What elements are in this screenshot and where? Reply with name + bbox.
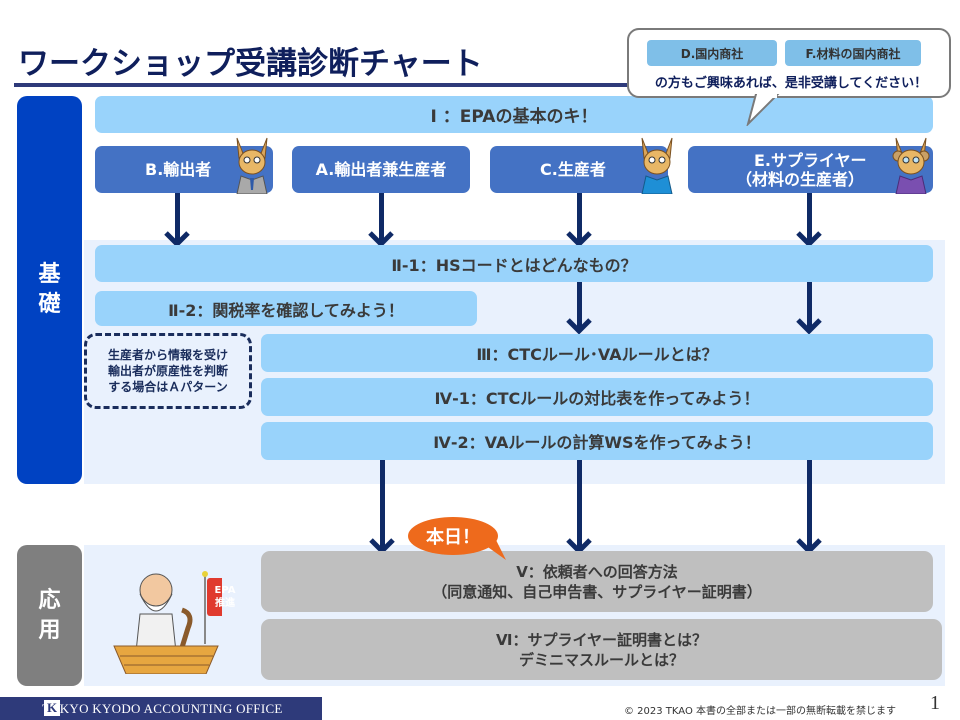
role-box-supplier[interactable]: E.サプライヤー （材料の生産者）: [688, 146, 933, 193]
kangaroo-blue-shirt-icon: [641, 137, 673, 194]
arrow-down-icon: [795, 282, 823, 334]
module-3-box[interactable]: Ⅲ：CTCルール･VAルールとは？: [261, 334, 933, 372]
arrow-down-icon: [565, 460, 593, 554]
module-5-box[interactable]: Ⅴ：依頼者への回答方法 （同意通知、自己申告書、サプライヤー証明書）: [261, 551, 933, 612]
kangaroo-suit-icon: [236, 137, 268, 194]
arrow-down-icon: [163, 193, 191, 247]
role-label: C.生産者: [540, 160, 606, 179]
callout-chip-material-trader: F.材料の国内商社: [785, 40, 921, 66]
flag-text-line: 推進: [215, 598, 235, 609]
role-box-exporter-producer[interactable]: A.輸出者兼生産者: [292, 146, 470, 193]
section-label-basic-char: 礎: [38, 292, 61, 317]
module-6-label-line1: Ⅵ：サプライヤー証明書とは？: [495, 630, 708, 649]
module-4-2-label: Ⅳ-2：VAルールの計算WSを作ってみよう！: [433, 433, 761, 452]
callout-text: の方もご興味あれば、是非受講してください！: [654, 76, 928, 91]
today-badge: 本日！: [408, 517, 498, 555]
role-label: B.輸出者: [145, 160, 212, 179]
section-label-apply-char: 用: [38, 617, 61, 643]
note-line: する場合はＡパターン: [108, 380, 228, 394]
arrow-down-icon: [565, 193, 593, 247]
module-2-1-box[interactable]: Ⅱ-1：HSコードとはどんなもの？: [95, 245, 933, 282]
module-6-label-line2: デミニマスルールとは？: [518, 650, 684, 669]
section-label-apply: 応用: [17, 545, 82, 686]
module-4-1-box[interactable]: Ⅳ-1：CTCルールの対比表を作ってみよう！: [261, 378, 933, 416]
section-label-basic-char: 基: [38, 262, 61, 287]
arrow-down-icon: [368, 460, 396, 554]
page-number: 1: [930, 692, 940, 714]
module-1-box[interactable]: Ⅰ ：EPAの基本のキ！: [95, 96, 933, 133]
role-label-line2: （材料の生産者）: [736, 169, 865, 189]
flag-text-line: EPA: [214, 585, 236, 596]
note-line: 生産者から情報を受け: [107, 348, 228, 362]
section-label-apply-char: 応: [38, 587, 61, 613]
role-label-line1: E.サプライヤー: [754, 150, 867, 170]
arrow-down-icon: [565, 282, 593, 334]
flag-text: EPA 推進: [208, 584, 242, 610]
kangaroo-purple-icon: [892, 137, 930, 194]
module-2-2-label: Ⅱ-2：関税率を確認してみよう！: [168, 300, 404, 320]
module-2-2-box[interactable]: Ⅱ-2：関税率を確認してみよう！: [95, 291, 477, 326]
speech-bubble-tail: [746, 94, 780, 126]
module-3-label: Ⅲ：CTCルール･VAルールとは？: [476, 345, 718, 364]
speech-bubble-callout: D.国内商社 F.材料の国内商社 の方もご興味あれば、是非受講してください！: [627, 28, 951, 98]
copyright-text: © 2023 TKAO 本書の全部または一部の無断転載を禁じます: [624, 706, 897, 717]
module-2-1-label: Ⅱ-1：HSコードとはどんなもの？: [391, 255, 637, 275]
epa-flag: [207, 578, 222, 616]
module-4-2-box[interactable]: Ⅳ-2：VAルールの計算WSを作ってみよう！: [261, 422, 933, 460]
footer-company-bar: TOKYO KYODO ACCOUNTING OFFICE: [0, 697, 322, 720]
role-box-producer[interactable]: C.生産者: [490, 146, 668, 193]
note-line: 輸出者が原産性を判断: [107, 364, 228, 378]
module-5-label-line1: Ⅴ：依頼者への回答方法: [516, 562, 678, 581]
arrow-down-icon: [795, 193, 823, 247]
arrow-down-icon: [795, 460, 823, 554]
company-logo-icon: K: [44, 700, 60, 716]
sage-in-boat-illustration: [113, 571, 222, 674]
company-name: TOKYO KYODO ACCOUNTING OFFICE: [42, 700, 283, 716]
arrow-down-icon: [367, 193, 395, 247]
role-label: A.輸出者兼生産者: [315, 160, 447, 179]
module-5-label-line2: （同意通知、自己申告書、サプライヤー証明書）: [432, 582, 762, 601]
module-1-label: Ⅰ ：EPAの基本のキ！: [430, 107, 598, 127]
section-label-basic: 基礎: [17, 96, 82, 484]
module-6-box[interactable]: Ⅵ：サプライヤー証明書とは？ デミニマスルールとは？: [261, 619, 942, 680]
pattern-a-note: 生産者から情報を受け 輸出者が原産性を判断 する場合はＡパターン: [84, 333, 252, 409]
page-title: ワークショップ受講診断チャート: [18, 46, 483, 82]
callout-chip-domestic-trader: D.国内商社: [647, 40, 777, 66]
module-4-1-label: Ⅳ-1：CTCルールの対比表を作ってみよう！: [434, 389, 760, 408]
title-underline: [14, 83, 944, 87]
